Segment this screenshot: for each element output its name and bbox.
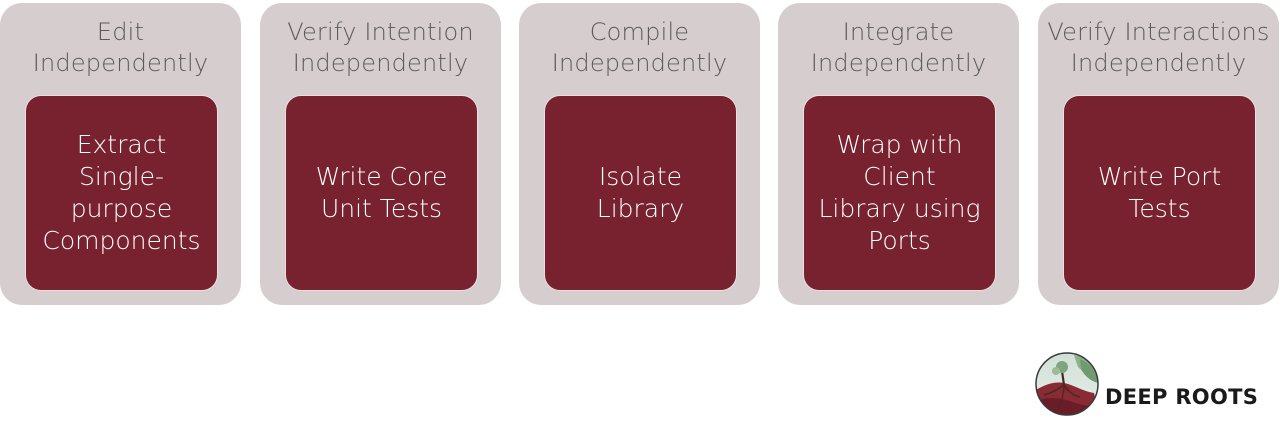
step-title-line: Compile bbox=[589, 18, 690, 46]
step-column-verify-intention: Verify Intention Independently Write Cor… bbox=[260, 3, 501, 305]
step-title-line: Independently bbox=[810, 49, 987, 77]
step-title-line: Independently bbox=[292, 49, 469, 77]
step-column-integrate: Integrate Independently Wrap with Client… bbox=[778, 3, 1019, 305]
step-column-edit: Edit Independently Extract Single- purpo… bbox=[0, 3, 241, 305]
step-card-line: Tests bbox=[1128, 194, 1191, 223]
step-card-line: Ports bbox=[868, 226, 931, 255]
step-title: Edit Independently bbox=[0, 17, 241, 79]
step-card-line: purpose bbox=[70, 194, 173, 223]
step-card: Wrap with Client Library using Ports bbox=[803, 95, 996, 291]
logo-text: DEEP ROOTS bbox=[1105, 385, 1259, 409]
step-card-line: Library bbox=[596, 194, 685, 223]
step-title: Verify Interactions Independently bbox=[1038, 17, 1279, 79]
step-card: Write Port Tests bbox=[1063, 95, 1256, 291]
step-card: Write Core Unit Tests bbox=[285, 95, 478, 291]
step-card-line: Wrap with bbox=[836, 130, 963, 159]
step-title: Compile Independently bbox=[519, 17, 760, 79]
step-card-line: Library using bbox=[818, 194, 981, 223]
step-title-line: Independently bbox=[551, 49, 728, 77]
step-title-line: Edit bbox=[96, 18, 145, 46]
deep-roots-logo: DEEP ROOTS bbox=[1034, 351, 1274, 419]
step-title-line: Verify Intention bbox=[287, 18, 474, 46]
step-title: Integrate Independently bbox=[778, 17, 1019, 79]
step-card-text: Write Core Unit Tests bbox=[316, 161, 448, 225]
step-title-line: Integrate bbox=[842, 18, 955, 46]
step-title-line: Independently bbox=[1070, 49, 1247, 77]
step-title-line: Independently bbox=[32, 49, 209, 77]
step-card-line: Extract bbox=[76, 130, 167, 159]
step-card-line: Components bbox=[42, 226, 201, 255]
step-card-line: Unit Tests bbox=[320, 194, 443, 223]
step-card-line: Client bbox=[863, 162, 936, 191]
step-title-line: Verify Interactions bbox=[1047, 18, 1270, 46]
step-card-line: Single- bbox=[78, 162, 164, 191]
step-card-line: Isolate bbox=[598, 162, 683, 191]
tree-roots-icon bbox=[1035, 352, 1099, 416]
step-card-text: Isolate Library bbox=[597, 161, 684, 225]
step-card-text: Wrap with Client Library using Ports bbox=[818, 129, 980, 257]
step-column-compile: Compile Independently Isolate Library bbox=[519, 3, 760, 305]
step-card-line: Write Core bbox=[315, 162, 448, 191]
step-card-line: Write Port bbox=[1097, 162, 1222, 191]
step-card-text: Extract Single- purpose Components bbox=[42, 129, 200, 257]
step-column-verify-interactions: Verify Interactions Independently Write … bbox=[1038, 3, 1279, 305]
step-title: Verify Intention Independently bbox=[260, 17, 501, 79]
step-card: Extract Single- purpose Components bbox=[25, 95, 218, 291]
step-card: Isolate Library bbox=[544, 95, 737, 291]
step-card-text: Write Port Tests bbox=[1098, 161, 1222, 225]
